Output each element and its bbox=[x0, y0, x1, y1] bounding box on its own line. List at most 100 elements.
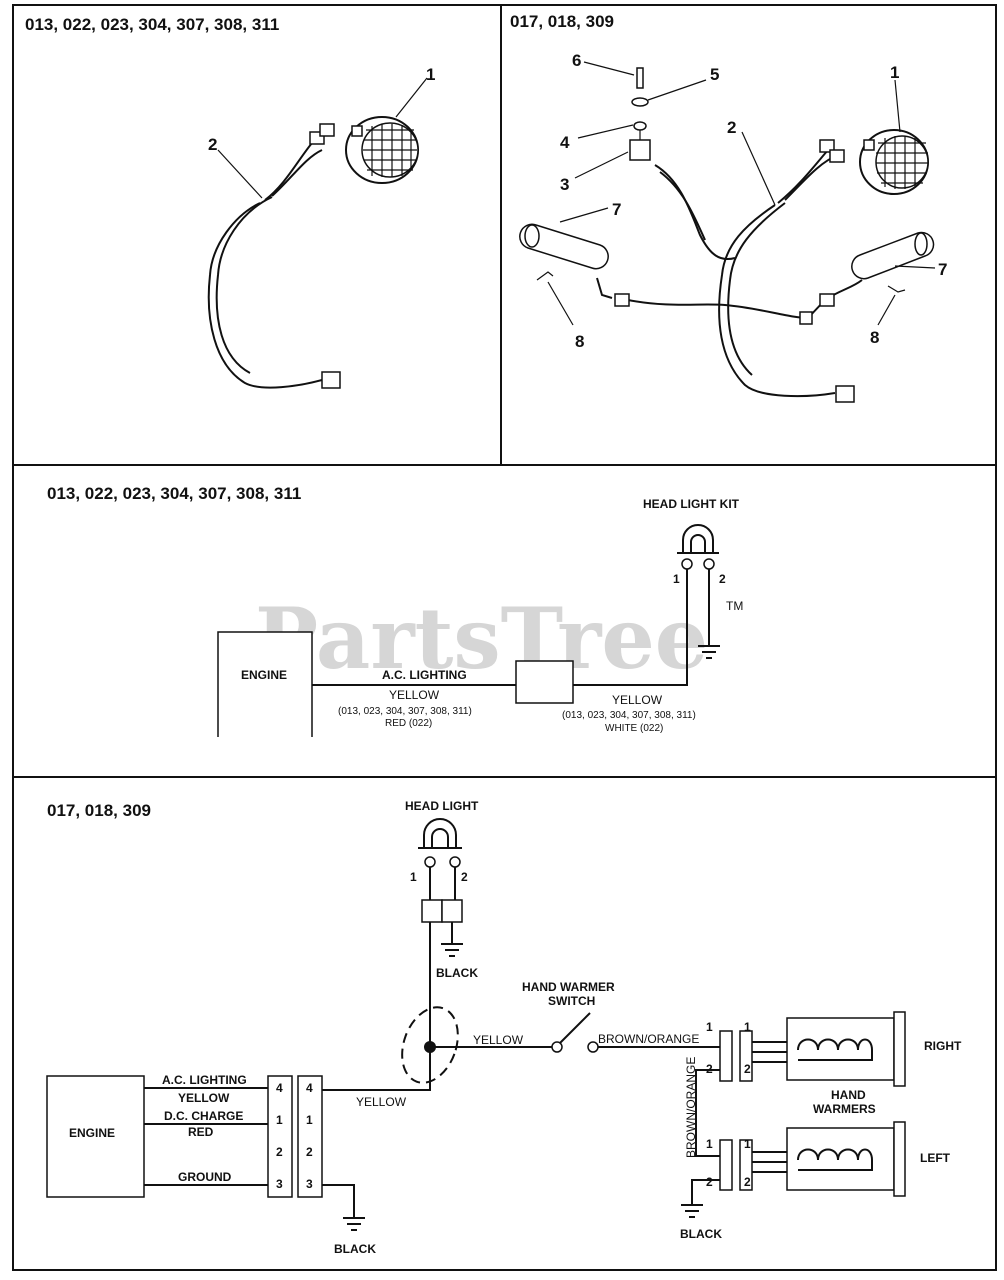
headlight-pin-2 bbox=[703, 558, 715, 570]
callout-2: 2 bbox=[208, 135, 217, 154]
panel-1-models: 013, 022, 023, 304, 307, 308, 311 bbox=[25, 15, 279, 34]
toggle-switch bbox=[629, 139, 651, 161]
harness-wire bbox=[207, 202, 323, 389]
schematic-2: 017, 018, 309 HEAD LIGHT 1 2 BLACK YELLO… bbox=[46, 799, 962, 1256]
svg-text:YELLOW: YELLOW bbox=[389, 688, 440, 702]
harness-end-connector bbox=[835, 385, 855, 403]
svg-text:2: 2 bbox=[461, 870, 468, 884]
headlight-bulb bbox=[682, 524, 714, 553]
callout-7-left: 7 bbox=[612, 200, 621, 219]
hand-warmer-switch bbox=[559, 1012, 591, 1044]
watermark-text: PartsTree bbox=[255, 589, 708, 688]
headlight-title: HEAD LIGHT bbox=[405, 799, 479, 813]
svg-text:2: 2 bbox=[706, 1175, 713, 1189]
watermark-tm: TM bbox=[726, 599, 743, 613]
panel-borders bbox=[12, 4, 997, 1271]
svg-text:2: 2 bbox=[706, 1062, 713, 1076]
watermark: PartsTree TM bbox=[255, 589, 743, 688]
left-hand-warmer-grip bbox=[519, 223, 609, 270]
svg-text:1: 1 bbox=[306, 1113, 313, 1127]
terminal-block-left bbox=[267, 1075, 293, 1198]
svg-text:BLACK: BLACK bbox=[680, 1227, 722, 1241]
svg-text:1: 1 bbox=[744, 1137, 751, 1151]
leader-1 bbox=[395, 77, 428, 118]
svg-text:3: 3 bbox=[276, 1177, 283, 1191]
left-label: LEFT bbox=[920, 1151, 951, 1165]
svg-text:WHITE (022): WHITE (022) bbox=[605, 723, 663, 734]
engine-block-2 bbox=[46, 1075, 145, 1198]
left-warmer-coil bbox=[797, 1148, 873, 1171]
callout-8-left: 8 bbox=[575, 332, 584, 351]
pin-2-label: 2 bbox=[719, 572, 726, 586]
right-warmer-coil bbox=[797, 1038, 873, 1061]
callout-5: 5 bbox=[710, 65, 719, 84]
headlight-bulb-2 bbox=[423, 818, 457, 848]
callout-1: 1 bbox=[890, 63, 899, 82]
warmer-lead-right bbox=[807, 279, 863, 319]
callout-2: 2 bbox=[727, 118, 736, 137]
engine-label-2: ENGINE bbox=[69, 1126, 115, 1140]
svg-text:D.C. CHARGE: D.C. CHARGE bbox=[164, 1109, 243, 1123]
svg-text:RED: RED bbox=[188, 1125, 214, 1139]
brown-orange-jumper bbox=[695, 1069, 720, 1157]
svg-text:SWITCH: SWITCH bbox=[548, 994, 595, 1008]
yellow-main-wire bbox=[322, 1047, 431, 1091]
svg-text:(013, 023, 304, 307, 308, 311): (013, 023, 304, 307, 308, 311) bbox=[562, 710, 696, 721]
headlight-pin-1 bbox=[681, 558, 693, 570]
headlight-kit-title: HEAD LIGHT KIT bbox=[643, 497, 740, 511]
harness-wire-b bbox=[215, 196, 273, 374]
switch-lockwasher bbox=[633, 121, 647, 131]
panel-2-exploded-view: 017, 018, 309 bbox=[510, 12, 947, 403]
main-harness-b bbox=[727, 202, 786, 376]
engine-block-1 bbox=[217, 631, 313, 737]
switch-contact-a bbox=[551, 1041, 563, 1053]
pin-1-label: 1 bbox=[673, 572, 680, 586]
svg-text:HAND WARMER: HAND WARMER bbox=[522, 980, 615, 994]
connector-bottom bbox=[321, 371, 341, 389]
right-label: RIGHT bbox=[924, 1039, 962, 1053]
ac-lighting-label: A.C. LIGHTING bbox=[382, 668, 467, 682]
right-clip bbox=[887, 285, 906, 293]
headlight-lamp-2 bbox=[859, 129, 929, 195]
headlight-plug-b bbox=[441, 899, 463, 923]
headlight-lead bbox=[777, 149, 829, 204]
svg-text:1: 1 bbox=[276, 1113, 283, 1127]
svg-text:2: 2 bbox=[276, 1145, 283, 1159]
headlight-plug-a bbox=[421, 899, 443, 923]
svg-text:YELLOW: YELLOW bbox=[473, 1033, 524, 1047]
headlight-feed-wire bbox=[573, 569, 688, 686]
callout-4: 4 bbox=[560, 133, 570, 152]
splice-highlight bbox=[401, 1006, 459, 1084]
svg-text:BROWN/ORANGE: BROWN/ORANGE bbox=[598, 1032, 699, 1046]
terminal-block-right bbox=[297, 1075, 323, 1198]
schematic-1-models: 013, 022, 023, 304, 307, 308, 311 bbox=[47, 484, 301, 503]
svg-text:4: 4 bbox=[276, 1081, 283, 1095]
switch-contact-b bbox=[587, 1041, 599, 1053]
right-hand-warmer-grip bbox=[851, 231, 935, 280]
callout-1: 1 bbox=[426, 65, 435, 84]
svg-text:1: 1 bbox=[706, 1020, 713, 1034]
callout-3: 3 bbox=[560, 175, 569, 194]
switch-washer bbox=[631, 97, 649, 107]
leader-2 bbox=[217, 149, 263, 199]
svg-text:2: 2 bbox=[744, 1175, 751, 1189]
left-clip bbox=[536, 271, 554, 281]
left-hand-warmer bbox=[786, 1127, 895, 1191]
svg-text:2: 2 bbox=[306, 1145, 313, 1159]
schematic-2-models: 017, 018, 309 bbox=[47, 801, 151, 820]
switch-nut bbox=[636, 67, 644, 89]
svg-text:GROUND: GROUND bbox=[178, 1170, 232, 1184]
svg-text:1: 1 bbox=[706, 1137, 713, 1151]
panel-2-models: 017, 018, 309 bbox=[510, 12, 614, 31]
svg-text:YELLOW: YELLOW bbox=[612, 693, 663, 707]
wire-connector bbox=[515, 660, 574, 704]
switch-wire bbox=[654, 164, 736, 260]
svg-text:A.C. LIGHTING: A.C. LIGHTING bbox=[162, 1073, 247, 1087]
callout-7-right: 7 bbox=[938, 260, 947, 279]
svg-text:1: 1 bbox=[410, 870, 417, 884]
svg-text:BLACK: BLACK bbox=[334, 1242, 376, 1256]
warmer-lead bbox=[627, 299, 809, 319]
connector-top-b bbox=[319, 123, 335, 137]
svg-text:(013, 023, 304, 307, 308, 311): (013, 023, 304, 307, 308, 311) bbox=[338, 706, 472, 717]
